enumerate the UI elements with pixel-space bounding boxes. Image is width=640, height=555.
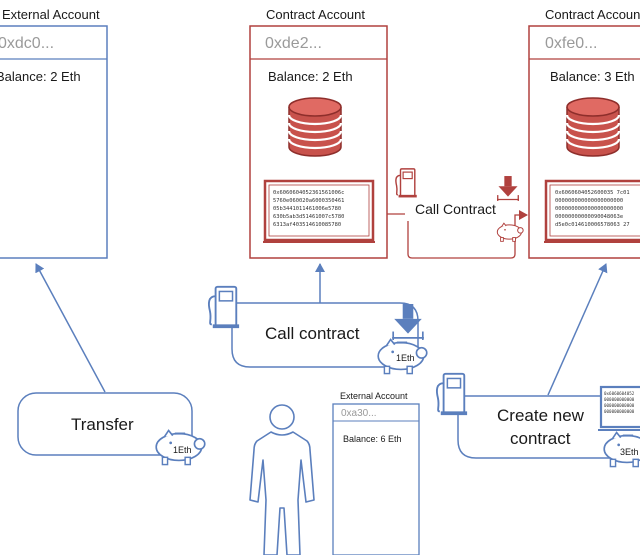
- coin-stack-icon: [287, 96, 343, 158]
- account-address: 0xde2...: [265, 35, 322, 52]
- transaction-label: Create new: [497, 406, 585, 425]
- code-line: 0x6060604052600035 7c01: [555, 190, 630, 196]
- left-external-account: External Account 0xdc0... Balance: 2 Eth: [0, 7, 108, 259]
- gas-pump-icon: [435, 372, 469, 417]
- code-line: 00000000000090048063e: [555, 214, 623, 220]
- code-line: 6313af403514610085780: [273, 222, 341, 228]
- contract-account-2: Contract Account 0xfe0... Balance: 3 Eth…: [528, 7, 640, 259]
- code-line: 05b3441011461006e5780: [273, 206, 341, 212]
- account-balance: Balance: 2 Eth: [268, 69, 353, 84]
- account-header: Contract Account: [266, 7, 365, 22]
- code-line: 0x6060604052: [604, 391, 635, 396]
- transaction-amount: 1Eth: [173, 445, 192, 455]
- code-screen-icon: [544, 179, 640, 243]
- transaction-box: [457, 395, 640, 459]
- gas-pump-icon: [395, 168, 418, 199]
- account-box: [332, 403, 420, 555]
- transaction-label: Transfer: [71, 415, 134, 434]
- code-screen-icon: [263, 179, 375, 243]
- code-line: 000000000000: [604, 397, 635, 402]
- transaction-amount: 1Eth: [396, 353, 415, 363]
- contract-account-1: Contract Account 0xde2... Balance: 2 Eth…: [249, 7, 388, 259]
- code-line: 000000000000000000000: [555, 206, 623, 212]
- code-line: 5760e060020a6000350461: [273, 198, 344, 204]
- transaction-box: [17, 392, 193, 456]
- transfer-arrow: [35, 263, 106, 393]
- call-contract-arrow: [387, 210, 528, 259]
- bottom-external-account: External Account 0xa30... Balance: 6 Eth: [332, 391, 420, 555]
- gas-pump-icon: [207, 285, 241, 330]
- account-balance: Balance: 3 Eth: [550, 69, 635, 84]
- account-box: [0, 25, 108, 259]
- account-balance: Balance: 2 Eth: [0, 69, 81, 84]
- person-icon: [249, 404, 315, 555]
- call-contract-transaction: Call contract 1Eth: [207, 263, 428, 375]
- code-line: 000000000000000000000: [555, 198, 623, 204]
- arrow-down-icon: [497, 176, 519, 201]
- code-line: 000000000000: [604, 403, 635, 408]
- transaction-label: contract: [510, 429, 571, 448]
- account-balance: Balance: 6 Eth: [343, 434, 402, 444]
- code-line: 000000000000: [604, 409, 635, 414]
- transaction-label: Call Contract: [415, 201, 496, 217]
- account-header: External Account: [340, 391, 408, 401]
- piggy-bank-icon: [496, 222, 524, 242]
- transfer-transaction: Transfer 1Eth: [17, 263, 206, 466]
- transaction-label: Call contract: [265, 324, 360, 343]
- code-line: 630b5ab3d51461007c5780: [273, 214, 344, 220]
- code-line: d5e0c014610006578063 27: [555, 222, 630, 228]
- coin-stack-icon: [565, 96, 621, 158]
- account-address: 0xa30...: [341, 408, 377, 419]
- transaction-amount: 3Eth: [620, 447, 639, 457]
- code-line: 0x6060604052361561006c: [273, 190, 344, 196]
- account-address: 0xdc0...: [0, 35, 54, 52]
- code-screen-icon: [598, 385, 640, 431]
- account-header: External Account: [2, 7, 100, 22]
- create-contract-arrow: [547, 263, 608, 396]
- internal-call-contract: Call Contract: [387, 168, 528, 259]
- account-header: Contract Account: [545, 7, 640, 22]
- create-contract-transaction: Create new contract 0x6060604052 0000000…: [435, 263, 640, 468]
- account-address: 0xfe0...: [545, 35, 597, 52]
